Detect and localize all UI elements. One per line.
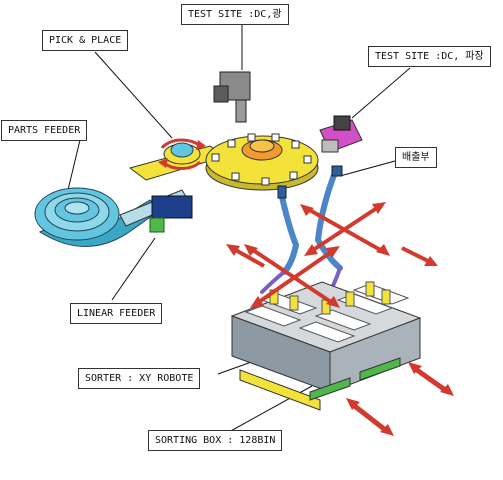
discharge-tubes — [260, 165, 343, 294]
index-table — [205, 133, 319, 191]
linear-feeder — [119, 189, 193, 233]
sorting-box-label: SORTING BOX : 128BIN — [148, 430, 283, 451]
sorter-label: SORTER : XY ROBOTE — [78, 368, 201, 389]
pick-and-place-unit — [128, 138, 228, 181]
test-site-dc-light-module — [213, 71, 251, 123]
test-site-dc-wavelength-label: TEST SITE :DC, 파장 — [368, 46, 491, 67]
leader-lines — [67, 25, 411, 439]
parts-feeder-label: PARTS FEEDER — [1, 120, 88, 141]
sorting-box — [230, 281, 422, 411]
test-site-dc-light-label: TEST SITE :DC,광 — [181, 4, 289, 25]
pick-and-place-label: PICK & PLACE — [42, 30, 129, 51]
discharge-label: 배출부 — [395, 147, 437, 168]
parts-feeder — [34, 187, 161, 247]
test-site-dc-wavelength-module — [319, 115, 363, 153]
linear-feeder-label: LINEAR FEEDER — [70, 303, 163, 324]
xy-robot-arrows — [226, 202, 454, 436]
